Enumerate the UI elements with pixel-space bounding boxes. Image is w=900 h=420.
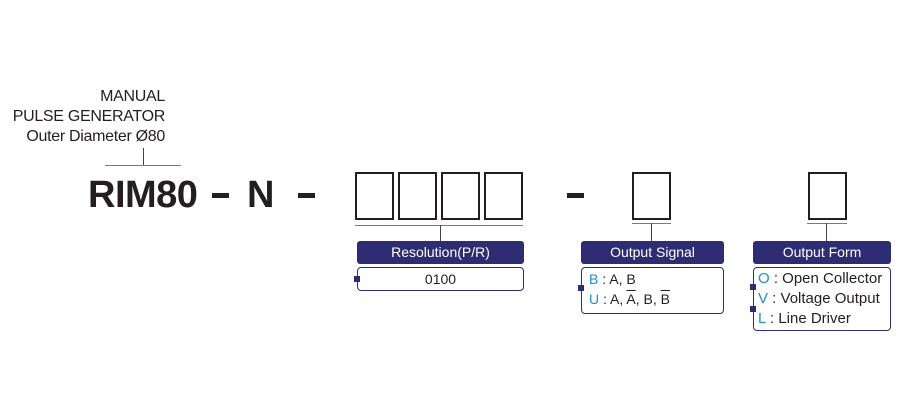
signal-text: , B, xyxy=(635,291,661,307)
output-form-option-l: L : Line Driver xyxy=(758,309,851,329)
separator-dash-2 xyxy=(298,193,315,198)
resolution-options-panel: 0100 xyxy=(357,267,524,291)
signal-text: A, xyxy=(610,291,627,307)
output-form-options-panel: O : Open Collector V : Voltage Output L … xyxy=(753,267,891,331)
signal-text: A, xyxy=(609,271,627,287)
output-signal-connector xyxy=(651,223,652,241)
option-sep: : xyxy=(599,291,611,307)
signal-text: B xyxy=(626,271,636,287)
output-form-marker-2 xyxy=(750,306,756,312)
description-connector xyxy=(143,148,144,165)
resolution-connector xyxy=(440,225,441,241)
output-signal-option-u: U : A, A, B, B xyxy=(589,289,670,309)
inverted-signal: B xyxy=(660,291,670,307)
separator-dash-1 xyxy=(212,193,229,198)
option-code: B xyxy=(589,271,599,287)
resolution-slot-4 xyxy=(484,172,523,220)
description-underline xyxy=(105,165,181,166)
output-form-option-v: V : Voltage Output xyxy=(758,289,880,309)
output-signal-option-b: B : A, B xyxy=(589,269,636,289)
inverted-signal: A xyxy=(626,291,636,307)
model-series: RIM80 xyxy=(88,174,198,216)
output-signal-slot xyxy=(632,172,671,220)
output-form-marker-1 xyxy=(750,284,756,290)
option-sep: : xyxy=(598,271,610,287)
output-signal-options-panel: B : A, B U : A, A, B, B xyxy=(581,267,724,314)
description-line-manual: MANUAL xyxy=(100,88,165,105)
output-signal-header: Output Signal xyxy=(581,241,724,264)
option-code: O xyxy=(758,270,770,287)
output-form-header: Output Form xyxy=(753,241,891,264)
option-label: : Voltage Output xyxy=(768,290,880,307)
resolution-slot-2 xyxy=(398,172,437,220)
description-line-pulse-generator: PULSE GENERATOR xyxy=(12,108,166,125)
option-label: : Line Driver xyxy=(765,310,851,327)
output-form-option-o: O : Open Collector xyxy=(758,269,882,289)
option-label: A, B xyxy=(609,271,635,287)
option-code: V xyxy=(758,290,769,307)
model-type: N xyxy=(247,174,274,216)
option-label: : Open Collector xyxy=(769,270,883,287)
resolution-option: 0100 xyxy=(424,271,457,287)
resolution-slot-3 xyxy=(441,172,480,220)
resolution-header: Resolution(P/R) xyxy=(357,241,524,264)
option-label: A, A, B, B xyxy=(610,291,670,307)
resolution-marker xyxy=(354,276,360,282)
separator-dash-3 xyxy=(567,193,584,198)
resolution-slot-1 xyxy=(355,172,394,220)
option-code: L xyxy=(758,310,766,327)
output-signal-marker xyxy=(578,285,584,291)
output-form-slot xyxy=(808,172,847,220)
output-form-connector xyxy=(826,223,827,241)
option-code: U xyxy=(589,291,600,307)
resolution-underline xyxy=(355,225,523,226)
output-form-underline xyxy=(807,223,847,224)
description-line-outer-diameter: Outer Diameter Ø80 xyxy=(26,128,165,145)
